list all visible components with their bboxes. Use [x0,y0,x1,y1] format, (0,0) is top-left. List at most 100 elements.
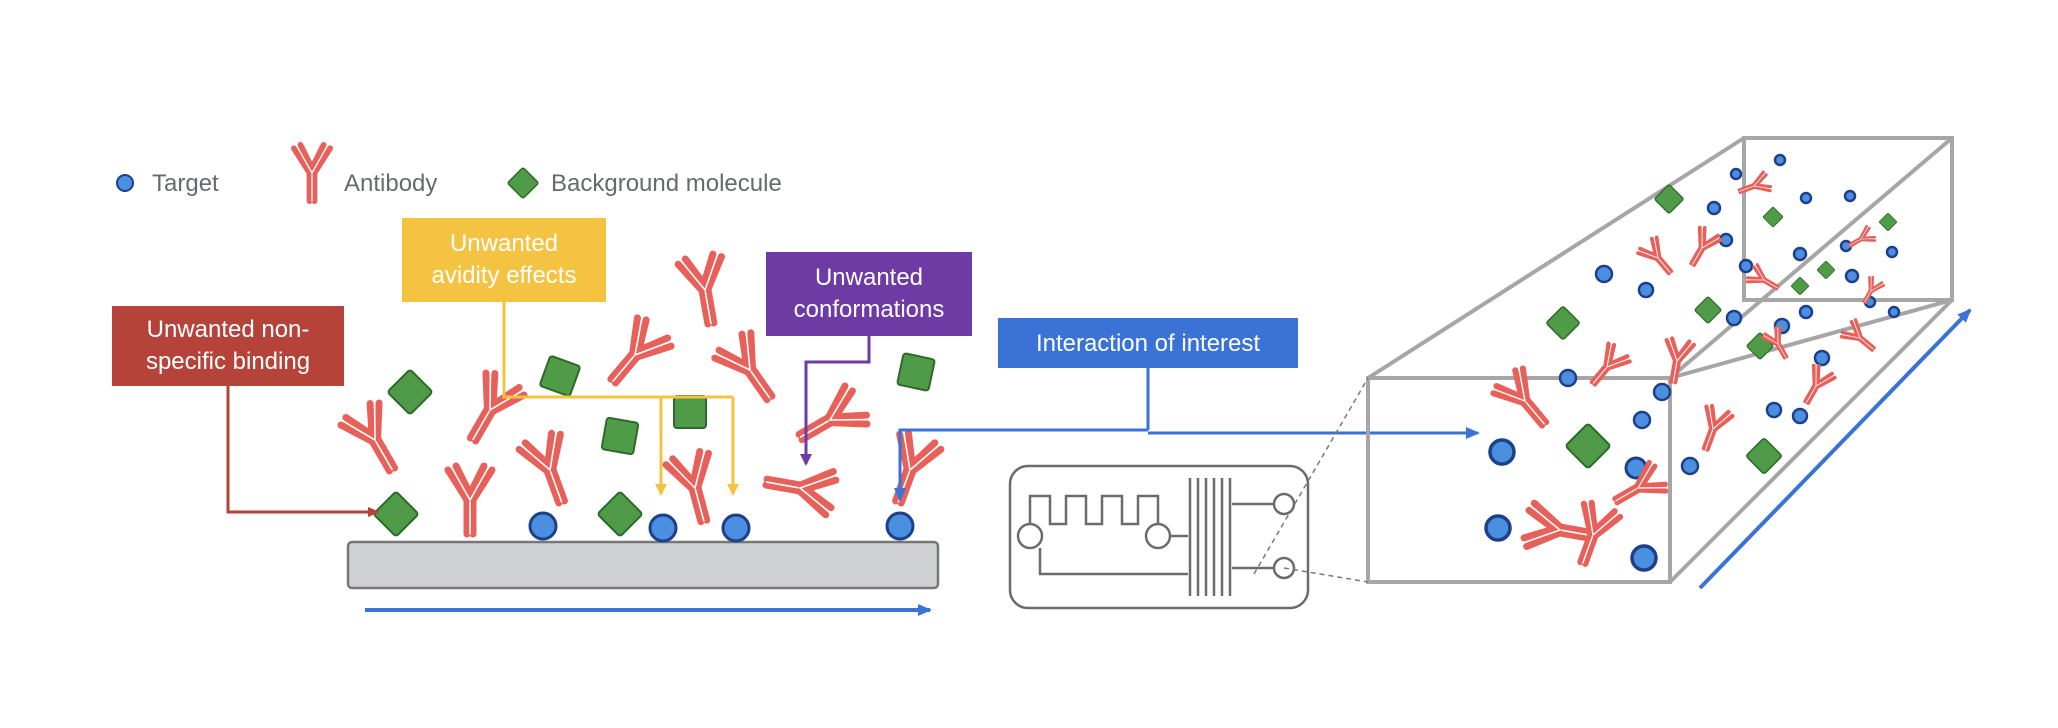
callout-conformations: Unwanted conformations [766,252,972,466]
background-molecule [600,416,640,456]
callout-nonspecific-line1: Unwanted non- [147,316,310,343]
box-edge [1366,136,1746,380]
target [1637,281,1655,299]
chip-channel [1038,548,1188,576]
antibody [677,253,732,328]
background-molecule [1762,206,1784,228]
chip-inlet [1016,522,1044,550]
antibody [1796,364,1836,408]
background-molecule [1816,260,1836,280]
target [885,511,915,541]
target [721,513,751,543]
target [1680,456,1700,476]
legend-antibody-label: Antibody [344,170,437,197]
callout-conformations-arrow [800,336,871,466]
target [1488,438,1516,466]
antibody [596,315,673,395]
surface-targets [528,511,915,543]
target [1843,189,1857,203]
background-molecule [1745,437,1783,475]
box-back-face [1742,136,1954,302]
background-molecule [896,352,936,392]
chip-mixer [1188,478,1232,596]
target [1765,401,1783,419]
target [1738,258,1754,274]
target [1558,368,1578,388]
legend: Target Antibody Background molecule [116,145,782,201]
callout-avidity-box [402,218,606,302]
callout-nonspecific-box [112,306,344,386]
callout-nonspecific-arrow [226,386,380,517]
target [1792,246,1808,262]
callout-avidity-line1: Unwanted [450,230,558,257]
chip-serpentine-channel [1028,494,1160,526]
callout-avidity-line2: avidity effects [432,262,577,289]
callout-interaction-of-interest: Interaction of interest [894,318,1480,502]
target [1798,304,1814,320]
antibody [1583,342,1631,392]
background-molecule [1545,305,1581,341]
target [1729,167,1743,181]
target [1632,410,1652,430]
target [1630,544,1658,572]
callout-nonspecific-binding: Unwanted non- specific binding [112,306,380,517]
target [1887,305,1901,319]
chip-inlet [1144,522,1172,550]
target [1484,514,1512,542]
callout-conformations-line1: Unwanted [815,264,923,291]
antibody [763,460,838,515]
target [528,511,558,541]
antibody [454,370,526,451]
target [648,513,678,543]
legend-target-icon [116,174,134,192]
background-molecule [372,490,420,538]
target [1799,191,1813,205]
background-molecule [596,490,644,538]
legend-target-label: Target [152,170,219,197]
solution-antibodies [1491,171,1887,569]
callout-interest-label: Interaction of interest [1036,330,1260,357]
chip-channel [1232,502,1274,570]
background-molecule [1653,183,1685,215]
callout-conformations-line2: conformations [794,296,945,323]
callout-avidity-connector [502,302,733,399]
box-edge [1668,298,1954,584]
antibody [518,431,583,510]
antibody [1693,404,1733,453]
box-front-face [1366,376,1672,584]
background-molecule [673,395,707,429]
target [1706,200,1722,216]
target [1813,349,1831,367]
antibody [1637,236,1680,280]
target [1791,407,1809,425]
target [1594,264,1614,284]
target [1885,245,1899,259]
target [1725,309,1743,327]
callout-nonspecific-line2: specific binding [146,348,310,375]
microfluidic-chip [1008,464,1310,610]
legend-background-label: Background molecule [551,170,782,197]
antibody [339,400,411,481]
box-edge [1668,136,1954,380]
antibody [448,466,492,534]
background-molecule [1564,422,1612,470]
chip-outline [1008,464,1310,610]
zoom-line [1253,377,1369,575]
antibody [1682,226,1722,270]
callout-conformations-box [766,252,972,336]
antibody [790,384,871,456]
background-molecule [538,354,582,398]
target [1773,153,1787,167]
callout-interest-box [998,318,1298,368]
legend-background-icon [507,167,539,199]
antibody [665,449,725,526]
sensor-surface [346,540,940,590]
zoom-line [1283,567,1369,583]
background-molecule [386,368,434,416]
background-molecule [1693,295,1723,325]
callout-avidity-effects: Unwanted avidity effects [402,218,739,496]
antibody [878,431,943,510]
box-edge [1669,298,1953,380]
target [1844,268,1860,284]
